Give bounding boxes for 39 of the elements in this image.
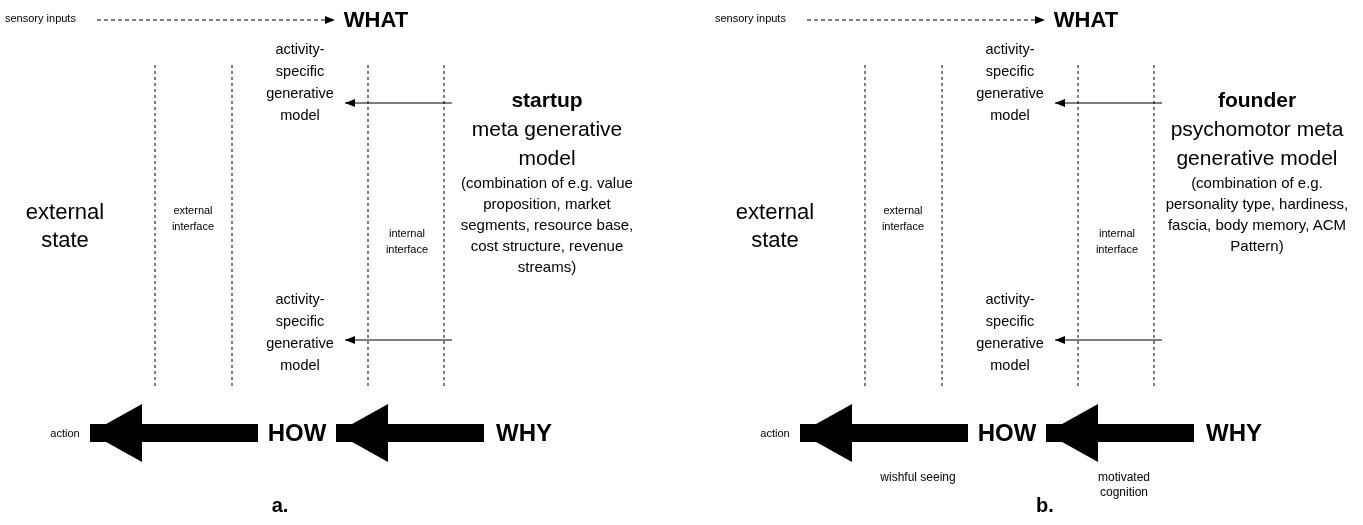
model-description: (combination of e.g. value proposition, market segments, resource base, cost structure, revenue streams) xyxy=(459,173,635,277)
state-label: external state xyxy=(24,198,106,254)
interface-label: external interface xyxy=(170,203,216,234)
arrow xyxy=(1054,99,1163,107)
block-arrow xyxy=(800,404,968,462)
stage-label: WHY xyxy=(484,418,564,448)
model-heading: founder xyxy=(1216,87,1298,113)
input-label: sensory inputs xyxy=(715,11,807,25)
interface-label: internal interface xyxy=(1094,226,1140,257)
output-label: action xyxy=(40,426,90,440)
stage-label: WHAT xyxy=(335,6,417,34)
state-label: external state xyxy=(734,198,816,254)
model-heading: startup xyxy=(510,87,584,113)
panel-label: b. xyxy=(1035,494,1055,517)
output-label: action xyxy=(750,426,800,440)
arrow xyxy=(96,16,336,24)
arrow xyxy=(806,16,1046,24)
edge-label: wishful seeing xyxy=(878,470,958,485)
model-title: psychomotor meta generative model xyxy=(1169,116,1345,171)
model-label: activity-specific generative model xyxy=(255,38,345,126)
stage-label: WHY xyxy=(1194,418,1274,448)
arrow xyxy=(344,336,453,344)
model-label: activity-specific generative model xyxy=(255,288,345,376)
stage-label: HOW xyxy=(258,418,336,448)
stage-label: HOW xyxy=(968,418,1046,448)
model-label: activity-specific generative model xyxy=(965,38,1055,126)
arrow xyxy=(1054,336,1163,344)
model-label: activity-specific generative model xyxy=(965,288,1055,376)
interface-label: internal interface xyxy=(384,226,430,257)
block-arrow xyxy=(336,404,484,462)
stage-label: WHAT xyxy=(1045,6,1127,34)
model-description: (combination of e.g. personality type, hardiness, fascia, body memory, ACM Pattern) xyxy=(1164,173,1350,256)
input-label: sensory inputs xyxy=(5,11,97,25)
model-title: meta generative model xyxy=(470,116,624,171)
interface-label: external interface xyxy=(880,203,926,234)
panel-label: a. xyxy=(270,494,290,517)
arrow xyxy=(344,99,453,107)
block-arrow xyxy=(90,404,258,462)
block-arrow xyxy=(1046,404,1194,462)
